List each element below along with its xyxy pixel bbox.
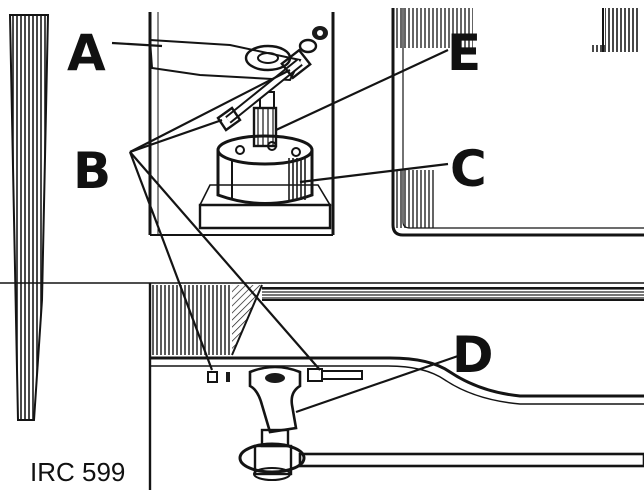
callout-a: A — [67, 24, 106, 82]
idler-housing-c — [216, 134, 314, 205]
lower-chassis — [0, 282, 644, 490]
loose-bolt — [307, 368, 363, 382]
callout-d: D — [452, 326, 494, 384]
callout-b: B — [73, 142, 111, 200]
loose-bushes — [207, 371, 230, 383]
mounting-plate — [198, 184, 332, 230]
idler-arm-a — [148, 38, 302, 82]
leader-lines — [111, 41, 459, 414]
left-frame-member — [8, 14, 50, 421]
figure-code: IRC 599 — [30, 457, 125, 487]
drop-arm-d — [238, 365, 644, 481]
callout-e: E — [447, 24, 481, 82]
upper-right-housing — [391, 8, 644, 237]
callout-c: C — [450, 140, 487, 198]
